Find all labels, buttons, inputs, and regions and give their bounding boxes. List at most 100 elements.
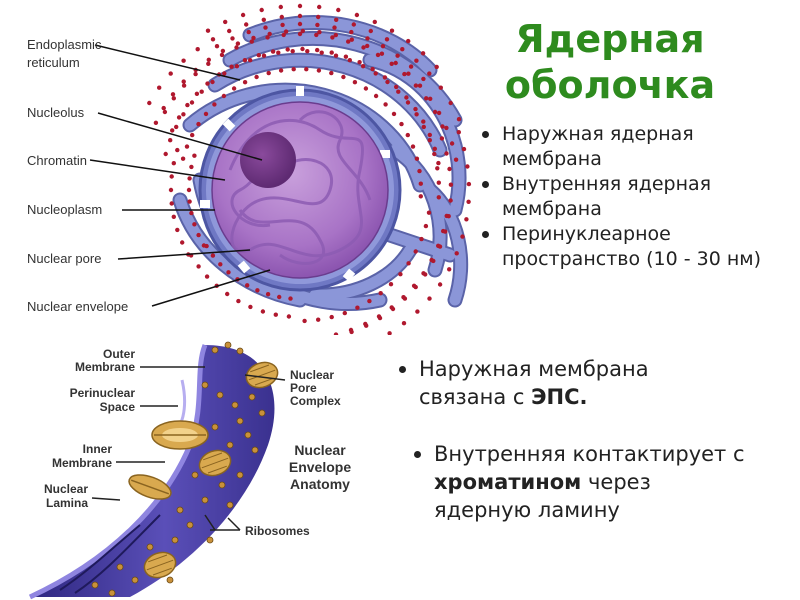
ribosome-dot xyxy=(187,199,192,204)
nucleolus xyxy=(240,132,296,188)
ribosome-dot xyxy=(391,111,397,117)
ribosome-dot xyxy=(389,28,395,33)
ribosome-dot xyxy=(184,144,190,149)
ribosome-dot xyxy=(180,240,185,245)
top-labels: Endoplasmic reticulum Nucleolus Chromati… xyxy=(27,37,128,314)
ribosome-dot xyxy=(218,481,226,489)
ribosome-dot xyxy=(248,393,256,401)
ribosome-dot xyxy=(185,102,190,108)
ribosome-dot xyxy=(317,30,322,35)
pore-complexes xyxy=(128,361,279,579)
ribosome-dot xyxy=(436,180,441,185)
ribosome-dot xyxy=(365,43,370,49)
ribosome-dot xyxy=(246,29,251,35)
ribosome-dot xyxy=(402,71,407,77)
ribosome-dot xyxy=(205,28,211,33)
label-nucleoplasm: Nucleoplasm xyxy=(27,202,102,217)
ribosome-dot xyxy=(415,309,420,314)
ribosome-dot xyxy=(280,22,285,28)
ribosome-dot xyxy=(427,132,432,138)
ribosome-dot xyxy=(286,314,292,319)
ribosome-dot xyxy=(400,47,405,52)
ribosome-dot xyxy=(431,258,436,264)
ribosome-dot xyxy=(244,22,249,27)
ribosome-dot xyxy=(251,446,259,454)
ribosome-dot xyxy=(387,331,392,335)
ribosome-dot xyxy=(349,329,354,335)
ribosome-dot xyxy=(201,381,209,389)
ribosome-dot xyxy=(408,64,414,69)
ribosome-dot xyxy=(379,51,385,56)
ribosome-dot xyxy=(333,53,339,58)
ribosome-dot xyxy=(447,267,452,272)
ribosome-dot xyxy=(395,53,400,58)
ribosome-dot xyxy=(460,234,465,239)
ribosome-dot xyxy=(176,115,182,120)
ribosome-dot xyxy=(444,151,449,156)
label-leaders xyxy=(89,44,271,307)
ribosome-dot xyxy=(354,12,360,18)
ribosome-dot xyxy=(414,112,419,117)
ribosome-dot xyxy=(316,317,321,322)
label-perinuclear-2: Space xyxy=(100,400,136,414)
bottom-labels: Outer Membrane Perinuclear Space Inner M… xyxy=(44,347,341,538)
label-pore-complex-2: Pore xyxy=(290,381,317,395)
ribosome-dot xyxy=(236,298,241,304)
ribosome-dot xyxy=(464,217,469,222)
ribosome-dot xyxy=(316,68,322,73)
ribosome-dot xyxy=(162,109,168,115)
ribosome-dot xyxy=(410,144,416,149)
ribosome-dot xyxy=(383,102,388,107)
ribosome-dot xyxy=(242,80,248,85)
ribosome-dot xyxy=(361,45,366,50)
ribosome-dot xyxy=(216,391,224,399)
ribosome-dot xyxy=(201,496,209,504)
ribosome-dot xyxy=(382,75,388,80)
note1-line2-prefix: связана с xyxy=(419,385,532,409)
ribosome-dot xyxy=(189,210,194,216)
ribosome-dot xyxy=(432,151,437,157)
ribosome-dot xyxy=(373,71,378,76)
ribosome-dot xyxy=(168,138,173,143)
ribosome-dot xyxy=(189,164,194,170)
ribosome-dot xyxy=(283,29,289,34)
ribosome-dot xyxy=(290,49,295,54)
ribosome-dot xyxy=(396,89,401,94)
ribosome-dot xyxy=(176,506,184,514)
ribosome-dot xyxy=(436,110,442,116)
inner-membrane-note: Внутренняя контактирует с хроматином чер… xyxy=(410,440,800,524)
ribosome-dot xyxy=(336,7,341,13)
ribosome-dot xyxy=(413,284,418,290)
ribosome-dot xyxy=(181,79,186,84)
ribosome-dot xyxy=(406,261,411,266)
ribosome-dot xyxy=(390,306,396,312)
ribosome-dot xyxy=(375,52,381,58)
ribosome-dot xyxy=(270,49,276,54)
ribosome-dot xyxy=(351,22,356,27)
ribosome-dot xyxy=(454,251,459,256)
ribosome-dot xyxy=(406,71,411,76)
ribosome-dot xyxy=(260,309,266,314)
envelope-anatomy-diagram: Outer Membrane Perinuclear Space Inner M… xyxy=(28,341,351,600)
ribosome-dot xyxy=(446,214,451,219)
ribosome-dot xyxy=(297,31,303,37)
ribosome-dot xyxy=(249,39,254,44)
ribosome-dot xyxy=(259,7,264,13)
ribosome-dot xyxy=(226,270,231,275)
ribosome-dot xyxy=(255,288,260,293)
ribosome-dot xyxy=(439,136,445,141)
ribosome-dot xyxy=(214,44,220,49)
ribosome-dot xyxy=(168,71,173,76)
ribosome-dot xyxy=(417,168,422,174)
ribosome-dot xyxy=(236,347,244,355)
ribosome-dot xyxy=(273,312,278,317)
ribosome-dot xyxy=(278,68,284,73)
ribosome-dot xyxy=(329,314,334,320)
ribosome-dot xyxy=(187,176,192,181)
ribosome-dot xyxy=(224,341,232,349)
ribosome-dot xyxy=(131,576,139,584)
title-line2: оболочка xyxy=(504,63,716,107)
ribosome-dot xyxy=(256,53,261,58)
ribosome-dot xyxy=(461,146,467,152)
ribosome-dot xyxy=(220,48,226,54)
